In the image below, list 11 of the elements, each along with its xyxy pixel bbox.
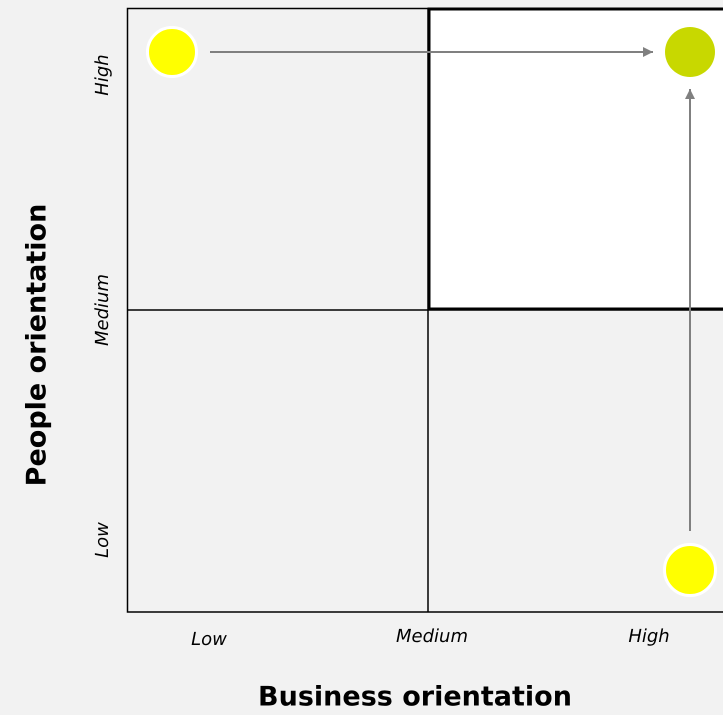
axis-tick-label: High bbox=[94, 54, 112, 96]
axis-tick-label: Medium bbox=[94, 274, 112, 346]
axis-tick-label: Medium bbox=[396, 628, 468, 646]
marker-dot bbox=[146, 26, 198, 78]
axis-tick-label: Low bbox=[94, 522, 112, 558]
arrow bbox=[210, 47, 653, 57]
axis-tick-label: High bbox=[628, 628, 670, 646]
arrow bbox=[685, 89, 695, 531]
axis-tick-label: Low bbox=[191, 631, 227, 649]
axis-title: People orientation bbox=[24, 204, 50, 486]
axis-title: Business orientation bbox=[258, 684, 572, 710]
